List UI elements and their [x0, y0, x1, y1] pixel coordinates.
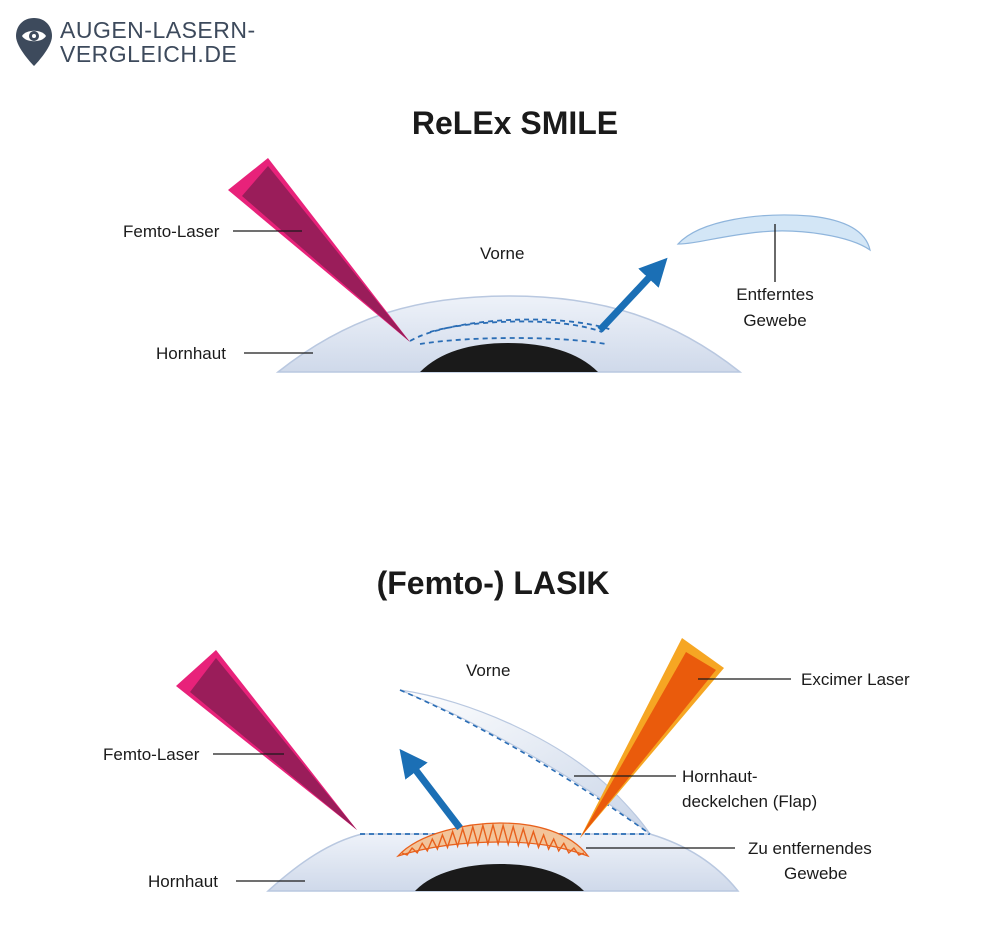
lasik-tissue-ablation-pattern — [401, 822, 585, 856]
logo-line-2: VERGLEICH.DE — [60, 41, 238, 67]
logo-line-1: AUGEN-LASERN- — [60, 17, 256, 43]
lasik-tissue-label-1: Zu entfernendes — [748, 839, 872, 858]
lasik-front-label: Vorne — [466, 661, 510, 680]
smile-extraction-arrow — [597, 257, 668, 333]
logo-text: AUGEN-LASERN- VERGLEICH.DE — [60, 18, 256, 66]
lasik-flap-label-1: Hornhaut- — [682, 767, 758, 786]
smile-removed-label-2: Gewebe — [743, 311, 806, 330]
lasik-femto-laser-core — [190, 658, 357, 830]
lasik-flap-arrow — [399, 748, 463, 831]
smile-removed-label-1: Entferntes — [736, 285, 814, 304]
smile-front-label: Vorne — [480, 244, 524, 263]
lasik-tissue-label-2: Gewebe — [784, 864, 847, 883]
smile-femto-laser-core — [242, 166, 410, 342]
smile-lenticule-outline — [409, 318, 613, 345]
lasik-flap — [399, 689, 651, 835]
smile-pupil — [420, 343, 598, 372]
eye-location-pin-icon — [16, 18, 52, 66]
lasik-pupil — [415, 864, 584, 891]
lasik-femto-label: Femto-Laser — [103, 745, 200, 764]
logo[interactable]: AUGEN-LASERN- VERGLEICH.DE — [14, 16, 256, 68]
smile-title: ReLEx SMILE — [412, 105, 618, 141]
smile-cornea-label: Hornhaut — [156, 344, 226, 363]
lasik-excimer-label: Excimer Laser — [801, 670, 910, 689]
smile-cornea — [275, 295, 743, 373]
lasik-flap-dashed-edge — [399, 689, 651, 835]
lasik-cornea-label: Hornhaut — [148, 872, 218, 891]
lasik-flap-label-2: deckelchen (Flap) — [682, 792, 817, 811]
smile-femto-label: Femto-Laser — [123, 222, 220, 241]
smile-removed-tissue — [676, 214, 871, 252]
lasik-excimer-laser-core — [580, 652, 716, 838]
lasik-title: (Femto-) LASIK — [377, 565, 610, 601]
